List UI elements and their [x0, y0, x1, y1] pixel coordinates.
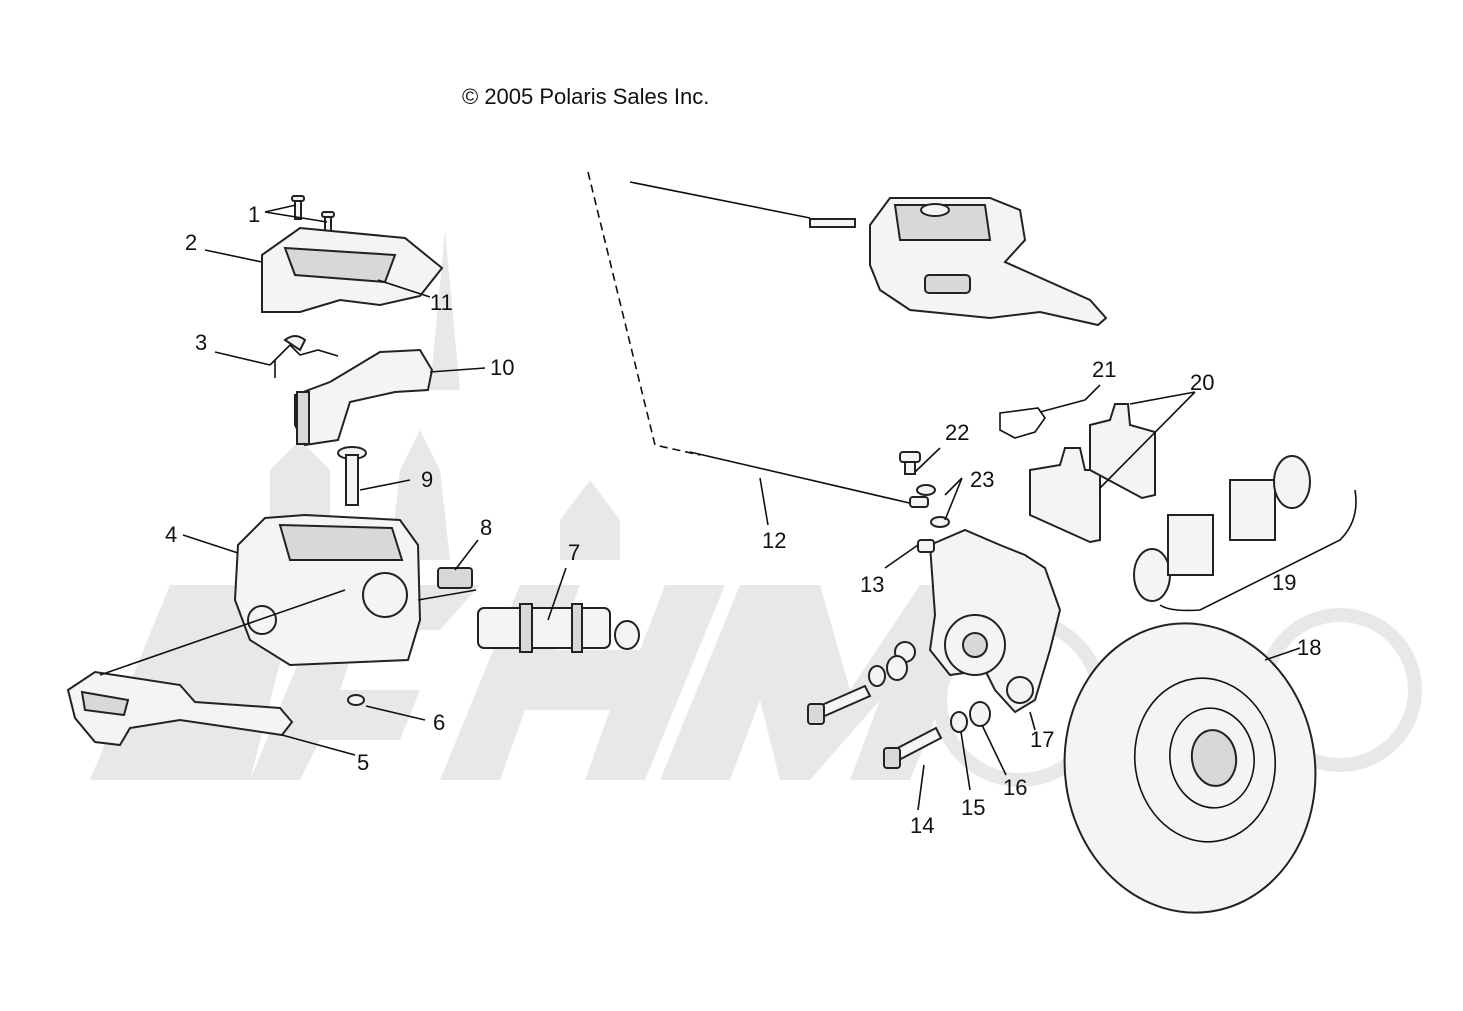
part-12-brake-line [587, 171, 929, 508]
callout-7: 7 [568, 540, 580, 565]
part-14-bolts [807, 684, 943, 769]
part-7-piston [477, 603, 640, 653]
copyright-notice: © 2005 Polaris Sales Inc. [462, 84, 710, 109]
callout-19: 19 [1272, 570, 1296, 595]
callout-14: 14 [910, 813, 934, 838]
part-22-bleed-screw [899, 451, 921, 475]
part-16-washers [886, 655, 991, 727]
callout-15: 15 [961, 795, 985, 820]
callout-20: 20 [1190, 370, 1214, 395]
part-8-switch [437, 567, 473, 589]
callout-3: 3 [195, 330, 207, 355]
callout-17: 17 [1030, 727, 1054, 752]
callout-9: 9 [421, 467, 433, 492]
part-13-fitting [917, 539, 935, 553]
part-3-spring-clip [269, 335, 339, 378]
part-19-pistons-seals [1133, 455, 1357, 612]
part-15-washers [868, 665, 968, 733]
callout-18: 18 [1297, 635, 1321, 660]
master-cylinder-assembly [809, 197, 1108, 327]
part-9-pivot-pin [337, 446, 367, 506]
part-6-circlip [347, 694, 365, 706]
callout-1: 1 [248, 202, 260, 227]
part-2-reservoir-cover [261, 226, 444, 313]
callouts: 1 2 11 3 10 9 4 8 7 6 5 12 13 22 23 21 2… [165, 202, 1321, 838]
callout-5: 5 [357, 750, 369, 775]
callout-8: 8 [480, 515, 492, 540]
callout-12: 12 [762, 528, 786, 553]
part-4-master-cylinder [233, 513, 422, 667]
callout-16: 16 [1003, 775, 1027, 800]
callout-21: 21 [1092, 357, 1116, 382]
part-5-brake-lever [66, 670, 294, 747]
part-17-caliper [894, 528, 1062, 714]
callout-23: 23 [970, 467, 994, 492]
callout-10: 10 [490, 355, 514, 380]
leader-lines [99, 204, 1301, 811]
part-21-pad-spring [999, 399, 1086, 439]
part-18-brake-disc [1063, 622, 1317, 914]
callout-22: 22 [945, 420, 969, 445]
callout-13: 13 [860, 572, 884, 597]
callout-6: 6 [433, 710, 445, 735]
part-10-lever-bracket [294, 348, 434, 447]
callout-2: 2 [185, 230, 197, 255]
part-20-brake-pads [1029, 403, 1156, 544]
callout-4: 4 [165, 522, 177, 547]
callout-11: 11 [430, 290, 453, 315]
